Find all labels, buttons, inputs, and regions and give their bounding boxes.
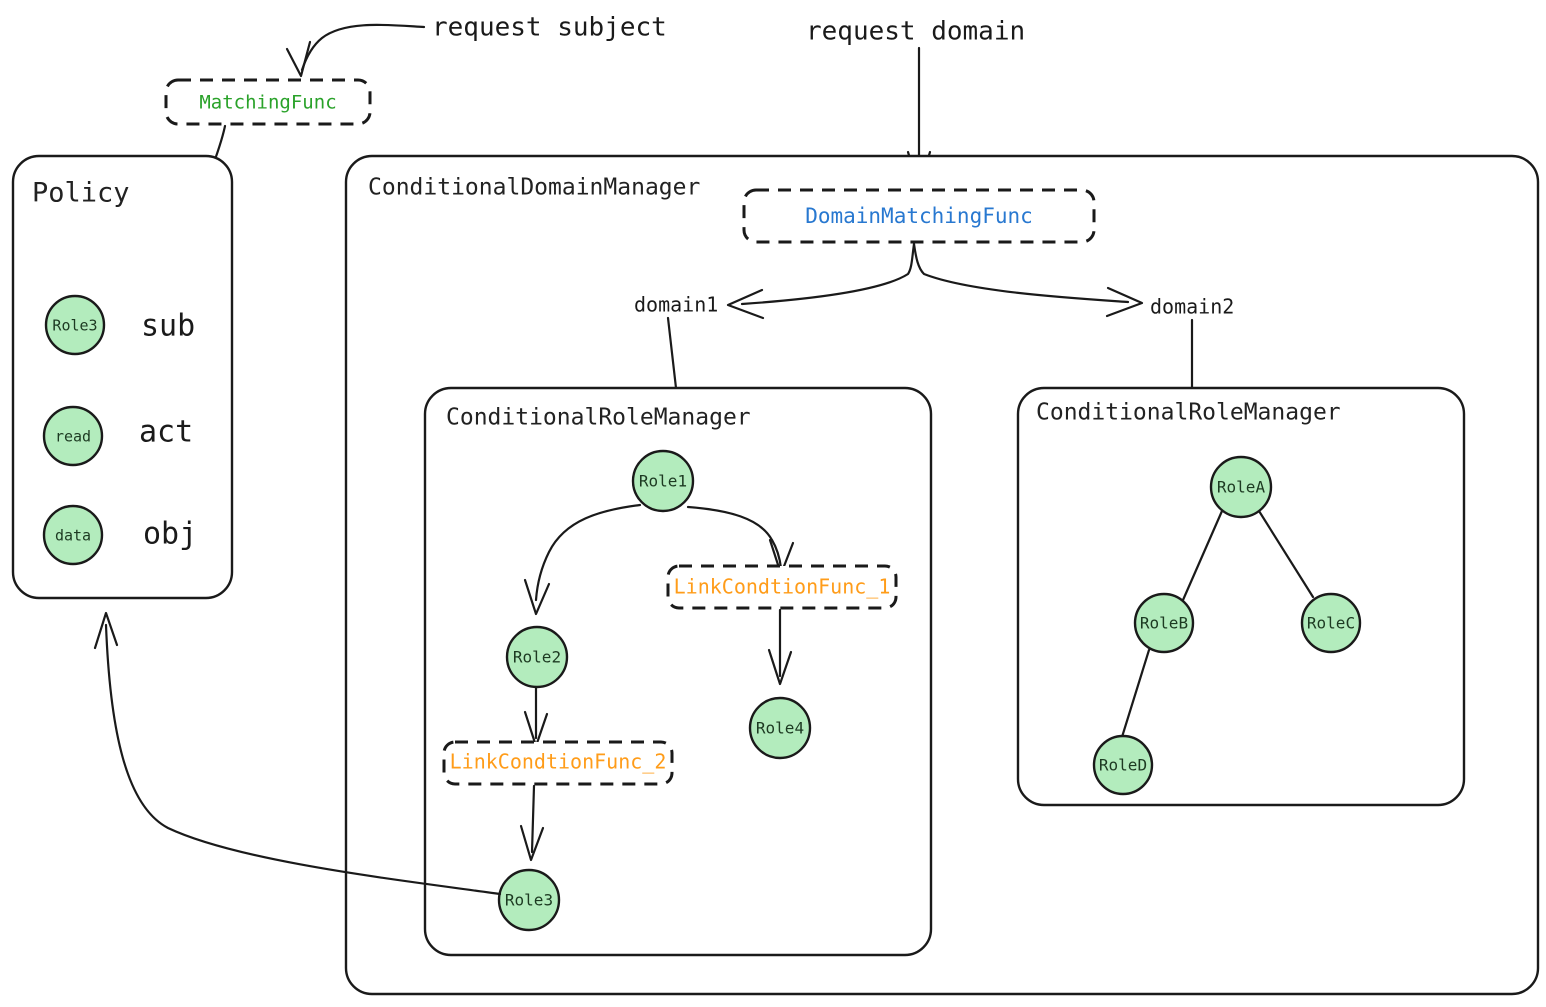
node-roleC[interactable]: [1300, 592, 1362, 654]
conditional-domain-manager-title: ConditionalDomainManager: [368, 175, 700, 201]
policy-attr-act: act: [139, 415, 193, 450]
arrowhead-lcf1-to-role4: [767, 648, 793, 686]
policy-node-data-label: data: [55, 527, 91, 545]
arrowhead-role1-to-role2: [523, 578, 551, 616]
policy-node-read[interactable]: [42, 405, 104, 467]
matching-func-label: MatchingFunc: [199, 92, 336, 114]
arrowhead-domain1: [726, 288, 765, 320]
label-request-subject: request subject: [432, 13, 667, 43]
policy-node-role3[interactable]: [44, 294, 106, 356]
conditional-role-manager-left-container[interactable]: [423, 386, 933, 957]
node-roleB[interactable]: [1133, 592, 1195, 654]
link-condtion-func-2-box[interactable]: [442, 740, 674, 786]
policy-node-data[interactable]: [42, 504, 104, 566]
edge-role3-to-policy: [104, 623, 502, 896]
conditional-role-manager-right-container[interactable]: [1016, 386, 1466, 807]
matching-func-box[interactable]: [164, 78, 372, 126]
edge-role1-to-lcf1: [686, 505, 783, 570]
node-roleD[interactable]: [1092, 734, 1154, 796]
node-role2-label: Role2: [513, 648, 561, 667]
arrowhead-request-subject: [285, 40, 312, 78]
edge-lcf2-to-role3: [530, 784, 536, 854]
policy-node-read-label: read: [55, 428, 91, 446]
edge-roleA-roleB: [1181, 509, 1224, 602]
policy-title: Policy: [32, 178, 130, 209]
policy-attr-obj: obj: [143, 517, 197, 552]
node-role3-bottom[interactable]: [497, 868, 561, 932]
arrowhead-lcf2-to-role3: [519, 824, 545, 862]
arrowhead-role3-to-policy: [93, 611, 119, 650]
domain-matching-func-label: DomainMatchingFunc: [805, 204, 1033, 228]
node-role4[interactable]: [748, 696, 812, 760]
node-roleA-label: RoleA: [1217, 478, 1266, 497]
node-role4-label: Role4: [756, 719, 804, 738]
edge-request-subject-to-matchingfunc: [300, 23, 426, 72]
node-role2[interactable]: [505, 625, 569, 689]
domain-matching-func-box[interactable]: [742, 188, 1096, 244]
conditional-role-manager-right-title: ConditionalRoleManager: [1036, 400, 1341, 426]
link-condtion-func-1-box[interactable]: [666, 564, 898, 610]
arrowhead-domain2: [1105, 286, 1144, 318]
edge-role1-to-role2: [534, 503, 642, 602]
label-domain1: domain1: [634, 293, 718, 317]
policy-container[interactable]: [11, 154, 234, 600]
node-role1-label: Role1: [639, 472, 687, 491]
label-request-domain: request domain: [806, 17, 1025, 47]
link-condtion-func-1-label: LinkCondtionFunc_1: [674, 575, 891, 599]
node-roleB-label: RoleB: [1140, 614, 1188, 633]
edge-domainmatchingfunc-to-domain2: [912, 242, 1130, 304]
node-roleC-label: RoleC: [1307, 614, 1355, 633]
policy-attr-sub: sub: [141, 309, 195, 344]
policy-node-role3-label: Role3: [52, 317, 97, 335]
node-roleA[interactable]: [1209, 455, 1273, 519]
edge-roleB-roleD: [1120, 648, 1151, 739]
node-roleD-label: RoleD: [1099, 756, 1147, 775]
label-domain2: domain2: [1150, 295, 1234, 319]
edge-roleA-roleC: [1257, 509, 1315, 599]
edge-domainmatchingfunc-to-domain1: [740, 242, 916, 306]
edge-domain1-to-rolemanager: [666, 316, 678, 390]
link-condtion-func-2-label: LinkCondtionFunc_2: [450, 750, 667, 774]
conditional-role-manager-left-title: ConditionalRoleManager: [446, 405, 751, 431]
node-role1[interactable]: [631, 449, 695, 513]
node-role3-bottom-label: Role3: [505, 891, 553, 910]
